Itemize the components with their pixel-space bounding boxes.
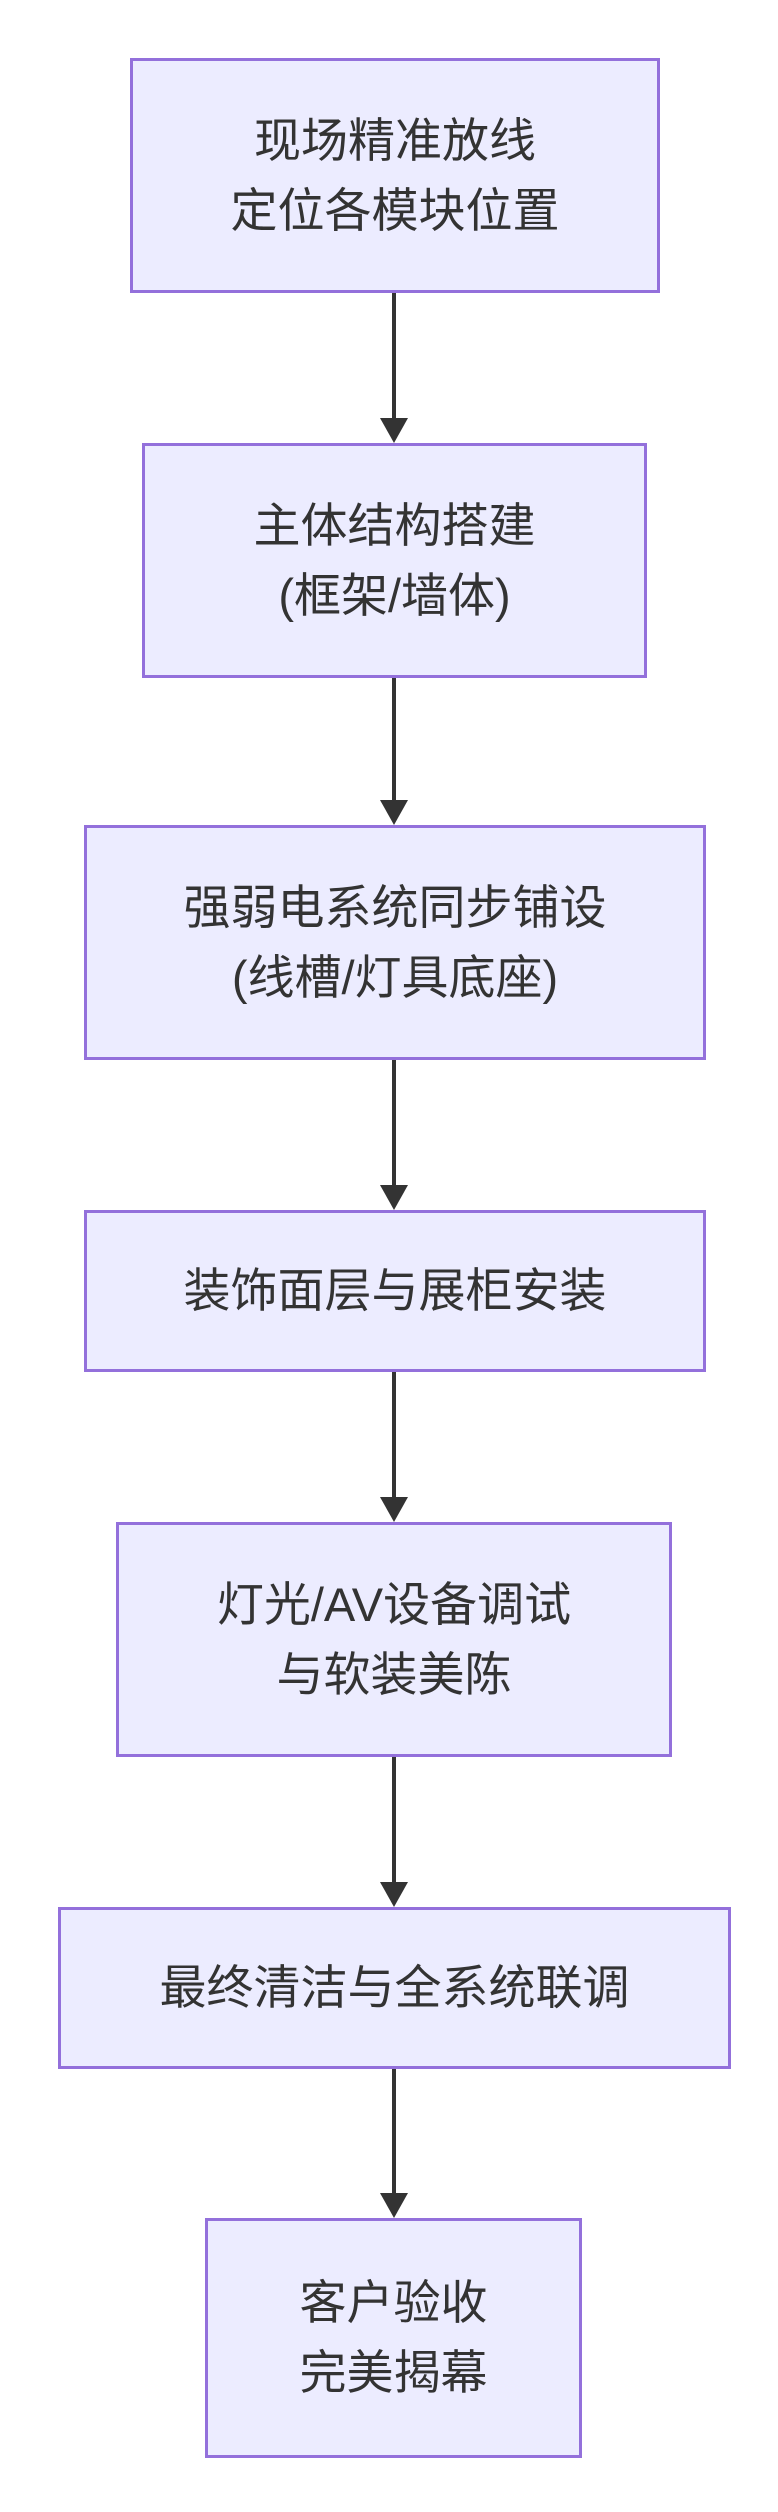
arrow-head-down-icon: [380, 2193, 408, 2218]
node-text-line: 装饰面层与展柜安装: [183, 1264, 607, 1317]
arrow-head-down-icon: [380, 1497, 408, 1522]
flow-node-step-4: 装饰面层与展柜安装: [84, 1210, 706, 1372]
arrow-head-down-icon: [380, 800, 408, 825]
flow-node-step-6: 最终清洁与全系统联调: [58, 1907, 731, 2069]
arrow-line: [392, 1060, 396, 1185]
flow-arrow-2: [380, 678, 408, 825]
node-text-line: 完美揭幕: [299, 2346, 488, 2399]
flow-node-step-1: 现场精准放线 定位各模块位置: [130, 58, 660, 293]
flow-node-step-5: 灯光/AV设备调试 与软装美陈: [116, 1522, 672, 1757]
arrow-line: [392, 2069, 396, 2193]
node-text-line: 最终清洁与全系统联调: [159, 1961, 630, 2014]
arrow-line: [392, 1757, 396, 1882]
flow-arrow-5: [380, 1757, 408, 1907]
arrow-line: [392, 1372, 396, 1497]
node-text-line: 与软装美陈: [276, 1647, 512, 1701]
flow-node-step-2: 主体结构搭建 (框架/墙体): [142, 443, 647, 678]
node-text-line: (线槽/灯具底座): [231, 950, 559, 1004]
flow-node-step-3: 强弱电系统同步铺设 (线槽/灯具底座): [84, 825, 706, 1060]
flow-arrow-1: [380, 293, 408, 443]
node-text-line: (框架/墙体): [278, 568, 511, 622]
node-text-line: 客户验收: [299, 2276, 488, 2329]
arrow-head-down-icon: [380, 1882, 408, 1907]
flow-arrow-3: [380, 1060, 408, 1210]
arrow-line: [392, 678, 396, 800]
node-text-line: 强弱电系统同步铺设: [183, 880, 607, 934]
flow-arrow-6: [380, 2069, 408, 2218]
arrow-line: [392, 293, 396, 418]
node-text-line: 定位各模块位置: [230, 183, 560, 237]
arrow-head-down-icon: [380, 418, 408, 443]
node-text-line: 现场精准放线: [254, 113, 536, 167]
flow-arrow-4: [380, 1372, 408, 1522]
arrow-head-down-icon: [380, 1185, 408, 1210]
flow-node-step-7: 客户验收 完美揭幕: [205, 2218, 582, 2458]
node-text-line: 主体结构搭建: [253, 498, 536, 552]
node-text-line: 灯光/AV设备调试: [216, 1577, 572, 1631]
